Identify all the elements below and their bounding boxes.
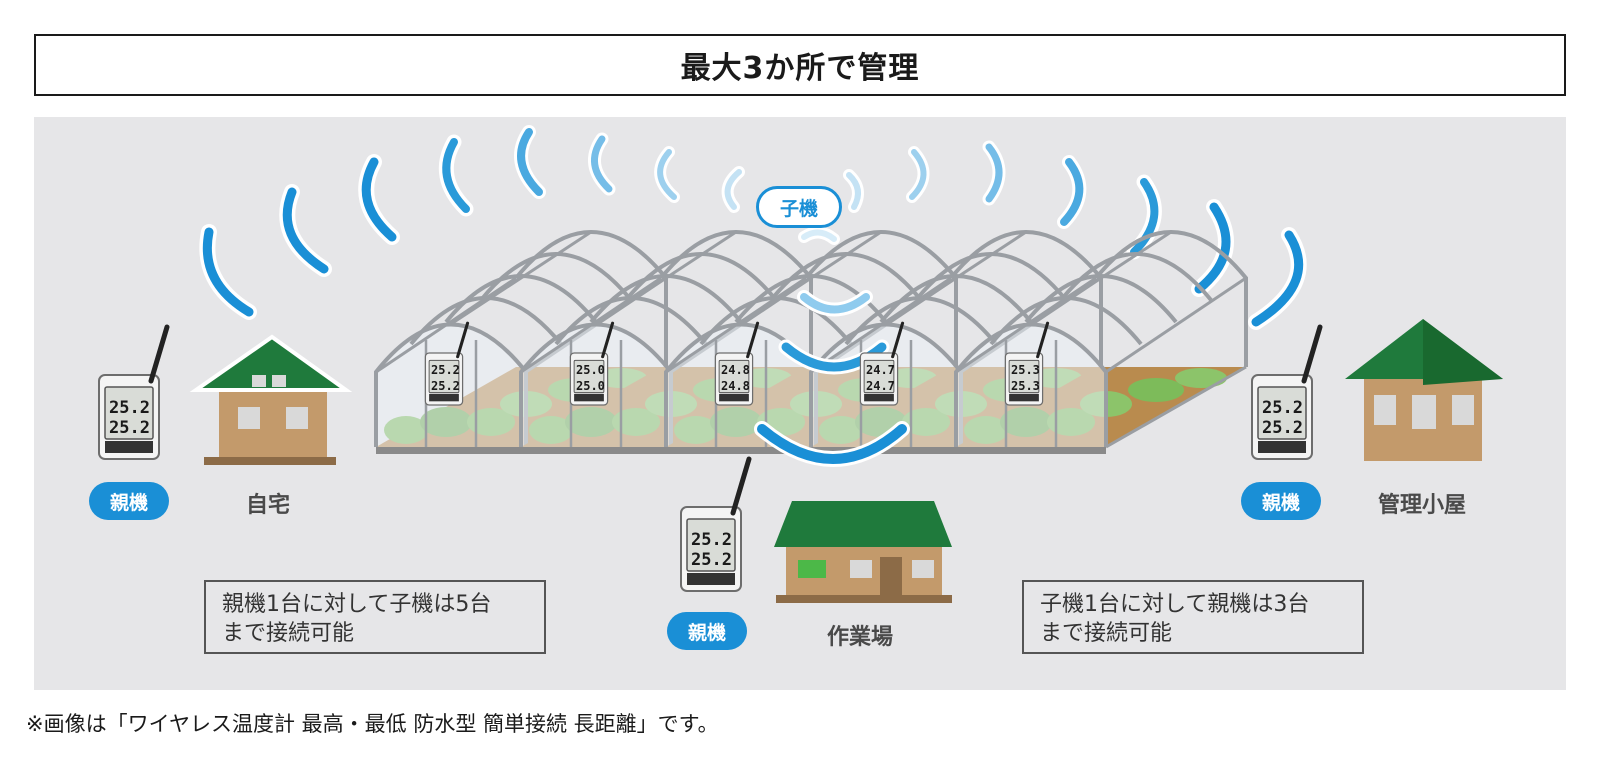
- note-line: まで接続可能: [1040, 621, 1173, 646]
- footnote: ※画像は「ワイヤレス温度計 最高・最低 防水型 簡単接続 長距離」です。: [26, 712, 719, 736]
- note-parent-capacity: 親機1台に対して子機は5台 まで接続可能: [204, 580, 546, 654]
- child-readout-4b: 24.7: [866, 379, 895, 393]
- house-workshop: [774, 501, 952, 603]
- note-line: 子機1台に対して親機は3台: [1040, 592, 1310, 617]
- note-line: まで接続可能: [222, 621, 355, 646]
- device-readout: 25.2: [109, 418, 150, 438]
- child-readout-2b: 25.0: [576, 379, 605, 393]
- device-readout: 25.2: [1262, 398, 1303, 418]
- note-line: 親機1台に対して子機は5台: [222, 592, 492, 617]
- parent-device-cabin: 25.2 25.2: [1252, 327, 1320, 459]
- child-readout-1a: 25.2: [431, 363, 460, 377]
- radio-wave-right: [843, 140, 1307, 330]
- child-readout-2a: 25.0: [576, 363, 605, 377]
- house-home: [189, 334, 353, 465]
- title-box: 最大3か所で管理: [34, 34, 1566, 96]
- device-readout: 25.2: [1262, 418, 1303, 438]
- scene-illustration: 25.2 25.2 25.0 25.0 24.8 24.8 24.7 24.7 …: [34, 125, 1503, 603]
- child-device-label: 子機: [756, 186, 842, 228]
- location-label-workshop: 作業場: [827, 625, 894, 650]
- location-label-cabin: 管理小屋: [1378, 493, 1467, 518]
- device-readout: 25.2: [691, 530, 732, 550]
- parent-badge-workshop: 親機: [667, 612, 747, 650]
- greenhouse-row: [374, 230, 1248, 456]
- house-cabin: [1345, 319, 1503, 461]
- location-label-home: 自宅: [246, 493, 291, 518]
- radio-wave-left: [199, 125, 745, 320]
- child-devices: 25.2 25.2 25.0 25.0 24.8 24.8 24.7 24.7 …: [423, 321, 1050, 407]
- child-readout-5b: 25.3: [1011, 379, 1040, 393]
- device-readout: 25.2: [109, 398, 150, 418]
- illustration-panel: 25.2 25.2 25.0 25.0 24.8 24.8 24.7 24.7 …: [34, 117, 1566, 690]
- parent-device-home: 25.2 25.2: [99, 327, 167, 459]
- child-readout-3b: 24.8: [721, 379, 750, 393]
- page-title: 最大3か所で管理: [680, 51, 920, 86]
- parent-badge-cabin: 親機: [1241, 482, 1321, 520]
- child-readout-3a: 24.8: [721, 363, 750, 377]
- child-readout-4a: 24.7: [866, 363, 895, 377]
- note-child-capacity: 子機1台に対して親機は3台 まで接続可能: [1022, 580, 1364, 654]
- device-readout: 25.2: [691, 550, 732, 570]
- parent-badge-home: 親機: [89, 482, 169, 520]
- child-readout-5a: 25.3: [1011, 363, 1040, 377]
- child-readout-1b: 25.2: [431, 379, 460, 393]
- parent-device-workshop: 25.2 25.2: [681, 459, 749, 591]
